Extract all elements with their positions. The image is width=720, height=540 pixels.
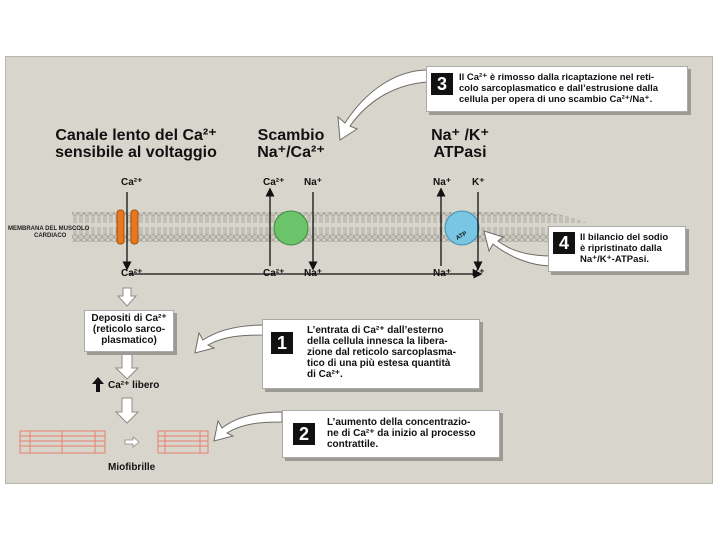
ion-na-pump-top: Na⁺ — [433, 177, 452, 188]
callout-4-line-3: Na⁺/K⁺-ATPasi. — [580, 254, 649, 265]
na-k-pump — [444, 210, 480, 246]
ion-na-pump-bottom: Na⁺ — [433, 268, 452, 279]
callout-2-line-1: L’aumento della concentrazio- — [327, 417, 471, 428]
membrane-label-line-2: CARDIACO — [34, 233, 67, 239]
ion-ca-channel-top: Ca²⁺ — [121, 177, 143, 188]
callout-box-2: 2 L’aumento della concentrazio- ne di Ca… — [282, 410, 500, 458]
channel-title-line-2: sensibile al voltaggio — [55, 144, 217, 161]
ion-k-pump-bottom: K⁺ — [472, 268, 485, 279]
myofibril-left — [19, 430, 106, 454]
callout-number-1: 1 — [271, 332, 293, 354]
ion-ca-exchange-top: Ca²⁺ — [263, 177, 285, 188]
pump-title-line-1: Na⁺ /K⁺ — [431, 127, 489, 144]
callout-1-line-2: della cellula innesca la libera- — [307, 336, 448, 347]
myofibrils-label: Miofibrille — [108, 462, 156, 473]
exchange-title-line-1: Scambio — [257, 127, 325, 144]
flow-arrow-3 — [114, 397, 140, 424]
callout-2-line-3: contrattile. — [327, 439, 379, 450]
callout-arrows — [194, 69, 553, 442]
callout-text-4: Il bilancio del sodio è ripristinato dal… — [580, 232, 668, 265]
ion-na-exchange-bottom: Na⁺ — [304, 268, 323, 279]
channel-title-line-1: Canale lento del Ca²⁺ — [55, 127, 217, 144]
myofibril-right — [157, 430, 209, 454]
flow-arrow-2 — [114, 353, 140, 380]
pump-title-line-2: ATPasi — [433, 144, 487, 161]
callout-1-line-4: tico di una più estesa quantità — [307, 358, 451, 369]
exchange-title-line-2: Na⁺/Ca²⁺ — [257, 144, 325, 161]
callout-1-line-3: zione dal reticolo sarcoplasma- — [307, 347, 456, 358]
ion-ca-channel-bottom: Ca²⁺ — [121, 268, 143, 279]
callout-3-line-3: cellula per opera di uno scambio Ca²⁺/Na… — [459, 94, 653, 105]
deposits-line-1: Depositi di Ca²⁺ — [91, 313, 167, 324]
deposits-line-2: (reticolo sarco- — [92, 324, 166, 335]
callout-box-3: 3 Il Ca²⁺ è rimosso dalla ricaptazione n… — [426, 66, 688, 112]
callout-number-4: 4 — [553, 232, 575, 254]
flow-arrows — [114, 287, 140, 424]
membrane-label-line-1: MEMBRANA DEL MUSCOLO — [8, 226, 90, 232]
channel-title: Canale lento del Ca²⁺ sensibile al volta… — [46, 127, 226, 161]
callout-4-line-1: Il bilancio del sodio — [580, 232, 669, 243]
flow-arrow-1 — [116, 287, 138, 307]
deposits-box: Depositi di Ca²⁺ (reticolo sarco- plasma… — [84, 310, 174, 352]
free-ca-label: Ca²⁺ libero — [108, 380, 160, 391]
membrane-bilayer — [72, 212, 608, 260]
callout-1-line-5: di Ca²⁺. — [307, 369, 343, 380]
callout-number-3: 3 — [431, 73, 453, 95]
callout-arrow-1 — [194, 324, 266, 354]
deposits-text: Depositi di Ca²⁺ (reticolo sarco- plasma… — [85, 311, 173, 346]
pump-title: Na⁺ /K⁺ ATPasi — [420, 127, 500, 161]
deposits-line-3: plasmatico) — [101, 335, 157, 346]
callout-box-1: 1 L’entrata di Ca²⁺ dall’esterno della c… — [262, 319, 480, 389]
ion-k-pump-top: K⁺ — [472, 177, 485, 188]
calcium-channel — [116, 209, 139, 245]
callout-arrow-3 — [337, 69, 429, 141]
callout-text-2: L’aumento della concentrazio- ne di Ca²⁺… — [327, 417, 476, 450]
ion-ca-exchange-bottom: Ca²⁺ — [263, 268, 285, 279]
increase-arrow — [92, 377, 104, 392]
callout-box-4: 4 Il bilancio del sodio è ripristinato d… — [548, 226, 686, 272]
callout-3-line-1: Il Ca²⁺ è rimosso dalla ricaptazione nel… — [459, 72, 655, 83]
callout-4-line-2: è ripristinato dalla — [580, 243, 662, 254]
callout-1-line-1: L’entrata di Ca²⁺ dall’esterno — [307, 325, 444, 336]
callout-text-1: L’entrata di Ca²⁺ dall’esterno della cel… — [307, 325, 456, 380]
contraction-arrow — [124, 436, 140, 448]
na-ca-exchanger — [273, 210, 309, 246]
callout-text-3: Il Ca²⁺ è rimosso dalla ricaptazione nel… — [459, 72, 658, 105]
callout-arrow-2 — [213, 411, 283, 442]
callout-2-line-2: ne di Ca²⁺ da inizio al processo — [327, 428, 476, 439]
callout-number-2: 2 — [293, 423, 315, 445]
ion-na-exchange-top: Na⁺ — [304, 177, 323, 188]
callout-arrow-4 — [483, 230, 553, 267]
atp-label: ATP — [455, 231, 468, 242]
exchange-title: Scambio Na⁺/Ca²⁺ — [246, 127, 336, 161]
membrane-label: MEMBRANA DEL MUSCOLO CARDIACO — [8, 226, 108, 240]
callout-3-line-2: colo sarcoplasmatico e dall’estrusione d… — [459, 83, 659, 94]
